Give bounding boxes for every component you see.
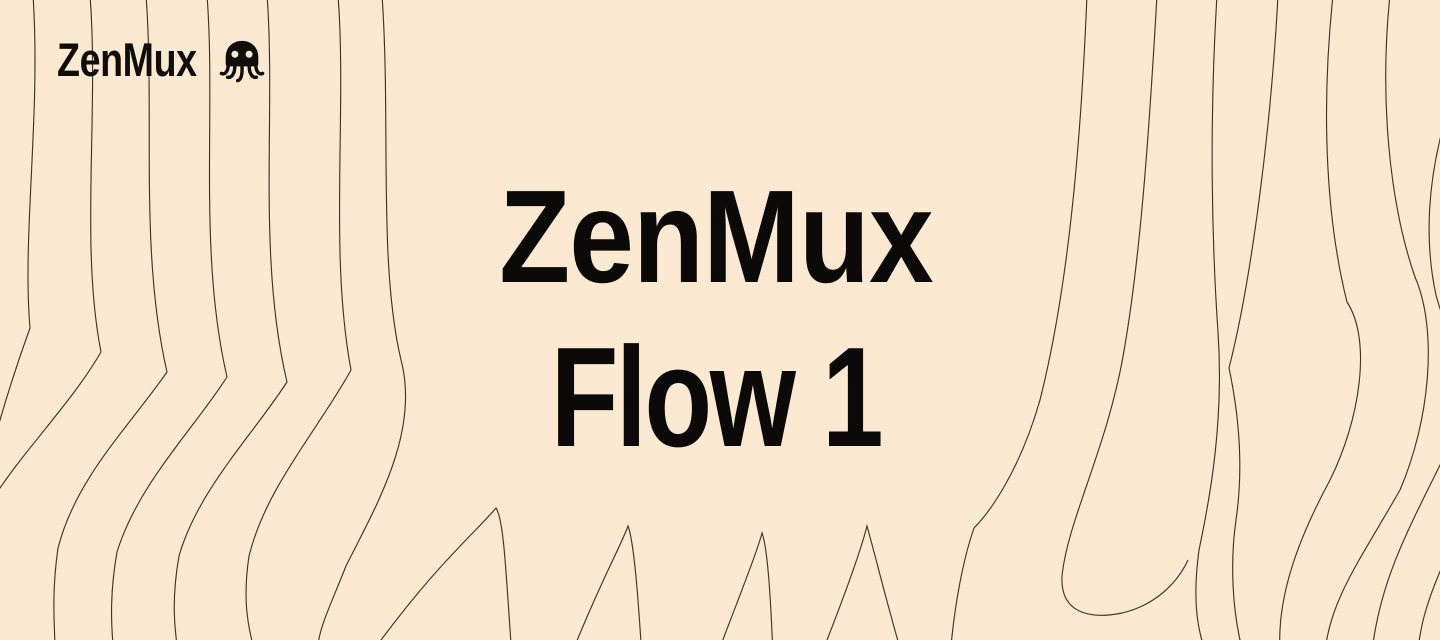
contour-line [380, 507, 512, 640]
contour-line [1373, 463, 1440, 640]
contour-line [0, 0, 36, 423]
contour-line [1195, 0, 1220, 640]
contour-line [110, 0, 228, 640]
contour-line [1279, 0, 1362, 640]
contour-line [1418, 570, 1440, 640]
contour-line [722, 531, 773, 640]
contour-line [826, 523, 899, 640]
contour-line [173, 0, 288, 640]
contour-line [0, 0, 102, 490]
contour-line [1428, 136, 1440, 311]
contour-line [576, 524, 642, 640]
contour-line [1061, 0, 1189, 616]
contour-line [245, 0, 352, 640]
hero-title-line2: Flow 1 [550, 318, 884, 477]
logo[interactable]: ZenMux [57, 36, 265, 83]
contour-line [951, 0, 1088, 640]
hero-title-line1: ZenMux [499, 163, 933, 310]
contour-line [1326, 0, 1429, 640]
contour-line [1228, 0, 1279, 640]
logo-text: ZenMux [57, 33, 197, 86]
contour-line [318, 0, 407, 640]
contour-line [53, 0, 168, 640]
octopus-icon [219, 40, 264, 82]
